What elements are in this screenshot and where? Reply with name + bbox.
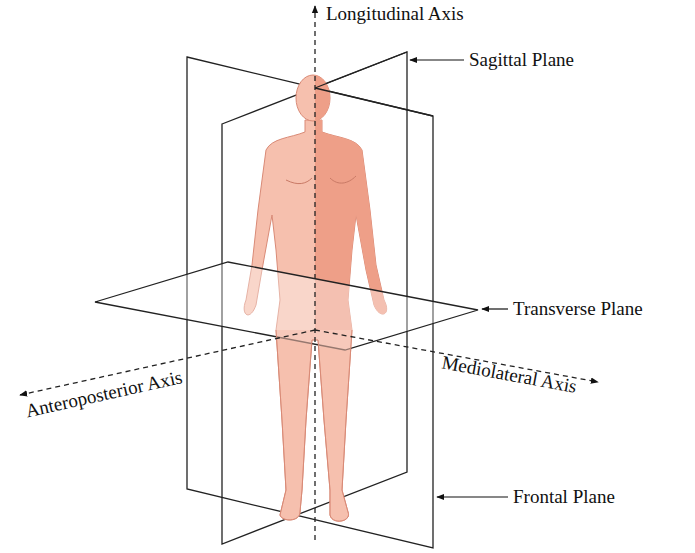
longitudinal-axis: [314, 6, 315, 540]
axis-label: Longitudinal Axis: [324, 4, 466, 25]
pointer-arrow: [482, 308, 508, 309]
pointer-arrow: [437, 496, 508, 497]
axis-label: Mediolateral Axis: [438, 352, 580, 398]
plane-label: Sagittal Plane: [467, 50, 576, 71]
pointer-arrow: [410, 59, 464, 60]
plane-label: Transverse Plane: [511, 299, 645, 320]
plane-label: Frontal Plane: [511, 487, 617, 508]
axis-label: Anteroposterior Axis: [22, 366, 187, 422]
